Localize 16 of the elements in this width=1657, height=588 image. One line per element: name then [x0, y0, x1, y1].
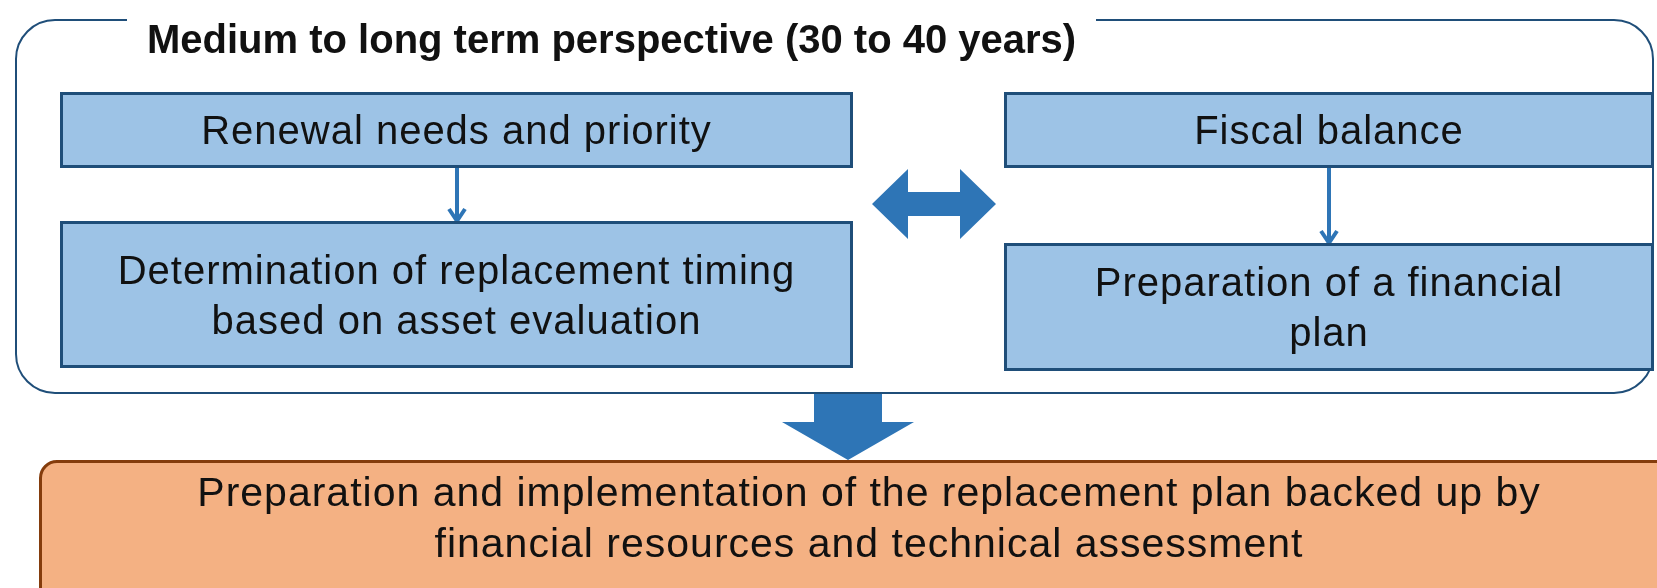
- box-text: Preparation and implementation of the replacement plan backed up by financial resources and technical assessment: [196, 468, 1542, 569]
- box-text: Renewal needs and priority: [201, 107, 712, 154]
- arrow: [872, 169, 996, 239]
- arrow: [782, 394, 914, 460]
- box-text: Determination of replacement timing based on asset evaluation: [116, 246, 797, 344]
- result-box: [39, 460, 1657, 588]
- process-box: [60, 92, 853, 168]
- box-text: Preparation of a financial plan: [1093, 259, 1565, 356]
- frame-title: Medium to long term perspective (30 to 40 years): [127, 17, 1097, 62]
- process-box: [1004, 243, 1654, 371]
- group-frame: [15, 19, 1654, 394]
- arrow: [1319, 168, 1339, 245]
- process-box: [60, 221, 853, 368]
- box-text: Fiscal balance: [1194, 107, 1464, 154]
- arrow: [447, 168, 467, 223]
- process-box: [1004, 92, 1654, 168]
